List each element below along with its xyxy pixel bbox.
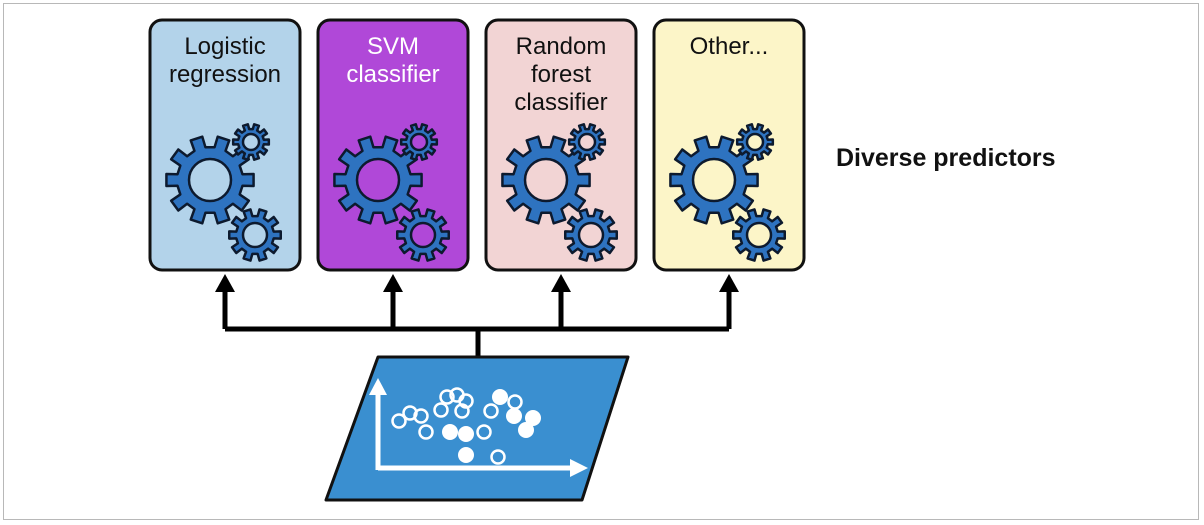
- gear-icon: [396, 208, 450, 262]
- predictor-box-other: Other...: [652, 18, 806, 272]
- gear-icon: [228, 208, 282, 262]
- predictor-label-line: Other...: [690, 33, 769, 60]
- x-axis-arrowhead: [570, 459, 588, 477]
- scatter-point: [442, 424, 458, 440]
- arrowhead-1: [215, 274, 235, 292]
- gear-icon: [399, 123, 439, 161]
- scatter-point: [413, 408, 429, 424]
- arrowhead-3: [551, 274, 571, 292]
- gear-icon: [564, 208, 618, 262]
- scatter-point: [476, 424, 492, 440]
- gears-icon: [669, 123, 786, 262]
- predictor-box-random-forest-classifier: Random forest classifier: [484, 18, 638, 272]
- gears-icon: [501, 123, 618, 262]
- predictor-box-logistic-regression: Logistic regression: [148, 18, 302, 272]
- gear-icon: [732, 208, 786, 262]
- predictor-label-line: classifier: [346, 61, 439, 88]
- arrowhead-2: [383, 274, 403, 292]
- gear-icon: [165, 135, 255, 225]
- dataset-axes: [375, 392, 572, 471]
- predictor-box-svm-classifier: SVM classifier: [316, 18, 470, 272]
- scatter-point: [490, 449, 506, 465]
- y-axis-arrowhead: [369, 378, 387, 395]
- predictor-label-line: forest: [531, 61, 591, 88]
- scatter-point: [439, 389, 455, 405]
- scatter-point: [518, 422, 534, 438]
- gears-icon: [333, 123, 450, 262]
- predictor-label-line: regression: [169, 61, 281, 88]
- predictor-label-line: Random: [516, 33, 607, 60]
- connector-lines: [222, 290, 732, 356]
- scatter-point: [418, 424, 434, 440]
- arrowhead-4: [719, 274, 739, 292]
- scatter-point: [492, 389, 508, 405]
- scatter-point: [391, 413, 407, 429]
- gear-icon: [231, 123, 271, 161]
- gear-icon: [333, 135, 423, 225]
- dataset-parallelogram: [324, 355, 630, 502]
- scatter-point: [506, 408, 522, 424]
- predictor-label-line: classifier: [514, 89, 607, 116]
- scatter-point: [483, 403, 499, 419]
- predictor-label-line: SVM: [367, 33, 419, 60]
- gear-icon: [567, 123, 607, 161]
- scatter-point: [458, 426, 474, 442]
- scatter-point: [458, 447, 474, 463]
- scatter-point: [525, 410, 541, 426]
- scatter-point: [433, 402, 449, 418]
- scatter-point: [454, 403, 470, 419]
- gear-icon: [669, 135, 759, 225]
- arrowheads: [215, 274, 739, 292]
- diverse-predictors-label: Diverse predictors: [836, 144, 1056, 172]
- gears-icon: [165, 123, 282, 262]
- gear-icon: [735, 123, 775, 161]
- scatter-points: [391, 387, 541, 465]
- gear-icon: [501, 135, 591, 225]
- scatter-plot-dataset-icon: [324, 355, 630, 502]
- predictor-label-line: Logistic: [184, 33, 265, 60]
